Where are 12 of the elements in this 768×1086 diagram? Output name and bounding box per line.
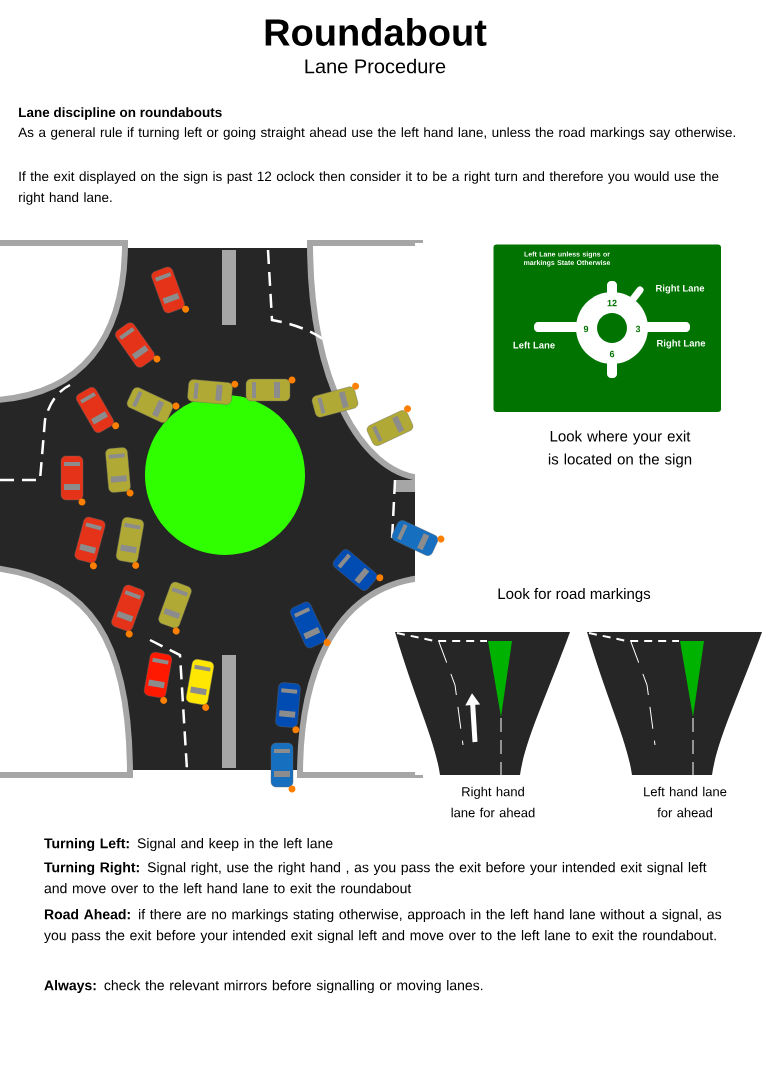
subtitle: Lane Procedure [305, 58, 446, 74]
paragraph: Always: check the relevant mirrors before signalling or moving lanes. [44, 980, 483, 994]
caption: Look for road markings [498, 588, 651, 602]
caption: Look where your exit is located on the sign [548, 430, 692, 468]
paragraph: Road Ahead: if there are no markings stating otherwise, approach in the left hand lane without a signal, as you pass the exit before your intended exit signal left and move over to the left lane to exit the roundabout. [44, 909, 722, 944]
title: Roundabout [265, 18, 487, 46]
paragraph: Turning Left: Signal and keep in the left lane [44, 838, 333, 852]
paragraph: As a general rule if turning left or going straight ahead use the left hand lane, unless the road markings say otherwise. [18, 127, 735, 140]
paragraph: If the exit displayed on the sign is past 12 oclock then consider it to be a right turn and therefore you would use the right hand lane. [19, 171, 719, 205]
caption: Right hand lane for ahead [451, 786, 535, 818]
caption: Left hand lane for ahead [644, 786, 727, 818]
heading: Lane discipline on roundabouts [19, 107, 222, 120]
